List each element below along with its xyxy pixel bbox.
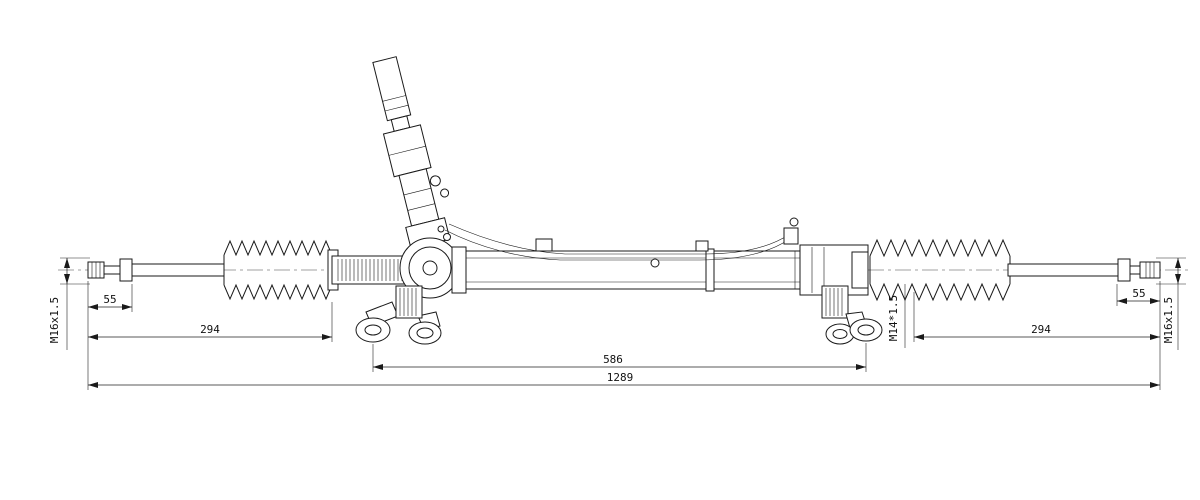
cylinder-left-cap xyxy=(451,246,467,294)
shaft-collar-line-1 xyxy=(382,95,406,102)
right-tie-rod-shaft xyxy=(1007,263,1119,277)
right-pipe-fitting xyxy=(783,227,799,245)
left-tip-thread-hatch xyxy=(91,262,101,278)
thread-dim-right: M16x1.5 xyxy=(1156,257,1186,350)
thread-label-left: M16x1.5 xyxy=(48,297,61,343)
dim-label-1289: 1289 xyxy=(607,371,634,384)
left-boot-top-convolutions xyxy=(223,239,333,257)
coupling-split-line xyxy=(388,145,426,156)
pipe-clip xyxy=(650,258,660,268)
thread-dim-left: M16x1.5 xyxy=(48,257,90,350)
shaft-collar-line-2 xyxy=(384,104,409,112)
right-bracket-block xyxy=(821,285,849,319)
right-tie-rod xyxy=(1007,258,1161,282)
return-pipe xyxy=(448,223,791,255)
right-bellows-boot xyxy=(869,238,1011,302)
hydraulic-cylinder xyxy=(451,238,821,294)
right-bushing2-inner xyxy=(832,329,848,339)
thread-dim-inner: M14*1.5 xyxy=(887,284,906,348)
right-housing-step xyxy=(851,251,869,289)
valve-body-line-1 xyxy=(403,187,432,196)
dimensions: 55 294 586 1289 294 55 M16x1.5 M14*1.5 xyxy=(48,257,1186,390)
cylinder-clamp-ring xyxy=(705,248,715,292)
valve-port-fitting-1 xyxy=(443,233,451,241)
right-tie-rod-neck xyxy=(1129,265,1141,275)
cylinder-top-tab-1 xyxy=(535,238,553,252)
thread-label-right: M16x1.5 xyxy=(1162,297,1175,343)
right-bushing2-outer xyxy=(825,323,855,345)
right-boot-top-convolutions xyxy=(869,238,1011,258)
left-bushing-outer xyxy=(355,317,391,343)
right-bracket-grooves xyxy=(825,288,843,316)
cylinder-tube xyxy=(451,250,821,290)
left-tie-rod-shaft xyxy=(131,263,225,277)
right-mounting-bracket xyxy=(821,285,883,345)
pinion-boss-center xyxy=(422,260,438,276)
dim-label-55-right: 55 xyxy=(1132,287,1145,300)
right-boot-bottom-convolutions xyxy=(869,282,1011,302)
valve-bolt-head-2 xyxy=(440,188,450,198)
left-jam-nut xyxy=(119,258,133,282)
right-bushing-outer xyxy=(849,318,883,342)
thread-label-inner: M14*1.5 xyxy=(887,295,900,341)
input-shaft-assembly xyxy=(372,56,451,250)
pinion-boss-middle xyxy=(408,246,452,290)
right-fitting-bolt xyxy=(789,217,799,227)
valve-body-line-2 xyxy=(407,203,435,211)
pinion-valve-housing xyxy=(399,237,461,299)
left-tie-rod-neck xyxy=(103,265,121,275)
dim-label-586: 586 xyxy=(603,353,623,366)
dim-label-294-left: 294 xyxy=(200,323,220,336)
dim-label-55-left: 55 xyxy=(103,293,116,306)
input-shaft-spline xyxy=(372,56,412,122)
right-bushing-inner xyxy=(857,324,875,336)
valve-port-fitting-2 xyxy=(437,225,445,233)
right-jam-nut xyxy=(1117,258,1131,282)
dim-label-294-right: 294 xyxy=(1031,323,1051,336)
left-bracket-grooves xyxy=(399,288,417,316)
left-bushing2-outer xyxy=(408,321,442,345)
valve-bolt-head-1 xyxy=(429,175,441,187)
cylinder-top-tab-2 xyxy=(695,240,709,252)
left-bracket-block xyxy=(395,285,423,319)
left-bushing-inner xyxy=(364,324,382,336)
pressure-pipe xyxy=(444,229,789,261)
hydraulic-pipes xyxy=(437,217,799,268)
left-bushing2-inner xyxy=(416,327,434,339)
right-tip-thread-hatch xyxy=(1145,262,1155,278)
left-boot-bottom-convolutions xyxy=(223,283,333,301)
left-mounting-bracket xyxy=(355,285,442,345)
left-tie-rod xyxy=(87,258,225,282)
